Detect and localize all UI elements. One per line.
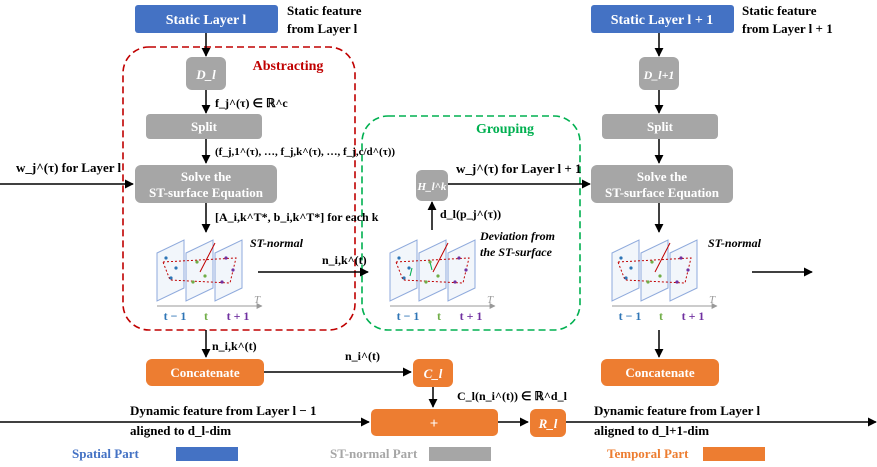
st-normal-label-right: ST-normal [708,236,762,250]
time-axis-mid: T [487,294,494,306]
concat-label-left: Concatenate [170,365,240,380]
st-normal-label-left: ST-normal [250,236,304,250]
t-next-right: t + 1 [682,309,705,323]
concat-label-right: Concatenate [625,365,695,380]
dyn-left-line2: aligned to d_l-dim [130,423,231,438]
t-prev-right: t − 1 [619,309,642,323]
t-next-left: t + 1 [227,309,250,323]
c-l-box [413,359,453,387]
static-layer-l1-label: Static Layer l + 1 [611,13,714,28]
solve-box-left [135,165,277,203]
plus-label: + [430,416,439,432]
legend-spatial-label: Spatial Part [72,446,139,461]
dyn-right-line2: aligned to d_l+1-dim [594,423,709,438]
a-b-label: [A_i,k^T*, b_i,k^T*] for each k [215,210,379,224]
legend-spatial-swatch [176,447,238,461]
static-feature-l1-line1: Static feature [742,3,817,18]
legend-stnormal-swatch [429,447,491,461]
d-l1-box [639,57,679,90]
t-cur-right: t [659,309,663,323]
static-layer-l-box [135,5,278,33]
n-i-label: n_i^(t) [345,349,380,363]
time-axis-left: T [254,294,261,306]
h-l-box [416,170,448,201]
concat-box-right [601,359,719,386]
legend-temporal-swatch [703,447,765,461]
st-planes-right [611,239,718,309]
d-deviation-label: d_l(p_j^(τ)) [440,207,501,221]
legend-stnormal-label: ST-normal Part [330,446,418,461]
legend-temporal-label: Temporal Part [607,446,689,461]
abstracting-region [122,46,356,331]
d-l1-label: D_l+1 [643,68,675,82]
dyn-left-line1: Dynamic feature from Layer l − 1 [130,403,316,418]
static-feature-l1-line2: from Layer l + 1 [742,21,833,36]
dyn-right-line1: Dynamic feature from Layer l [594,403,760,418]
n-ik-label-mid: n_i,k^(t) [322,253,367,267]
r-l-label: R_l [538,416,558,431]
static-layer-l-label: Static Layer l [166,13,247,28]
static-layer-l1-box [591,5,734,33]
split-label-left: Split [191,119,218,134]
solve-label-right-2: ST-surface Equation [605,185,720,200]
st-planes-mid [389,239,496,309]
grouping-label: Grouping [476,122,534,137]
d-l-box [186,57,226,90]
grouping-region [361,115,581,331]
t-prev-mid: t − 1 [397,309,420,323]
split-box-right [602,114,718,139]
t-prev-left: t − 1 [164,309,187,323]
solve-box-right [591,165,733,203]
split-box-left [146,114,262,139]
concat-box-left [146,359,264,386]
n-ik-label-bottom: n_i,k^(t) [212,339,257,353]
deviation-label-2: the ST-surface [480,245,553,259]
static-feature-l-line2: from Layer l [287,21,358,36]
plus-box [371,409,498,436]
c-l-label: C_l [424,366,443,381]
split-output-label: (f_j,1^(τ), …, f_j,k^(τ), …, f_j,c/d^(τ)… [215,146,395,158]
solve-label-right-1: Solve the [637,169,687,184]
f-j-label: f_j^(τ) ∈ ℝ^c [215,96,288,110]
st-planes-left [156,239,263,309]
abstracting-label: Abstracting [253,59,324,74]
w-layer-l1-label: w_j^(τ) for Layer l + 1 [456,161,582,176]
d-l-label: D_l [195,67,216,82]
split-label-right: Split [647,119,674,134]
deviation-label-1: Deviation from [479,229,555,243]
t-cur-left: t [204,309,208,323]
solve-label-left-1: Solve the [181,169,231,184]
solve-label-left-2: ST-surface Equation [149,185,264,200]
time-axis-right: T [709,294,716,306]
t-next-mid: t + 1 [460,309,483,323]
t-cur-mid: t [437,309,441,323]
h-l-label: H_l^k [417,181,447,193]
w-layer-l-label: w_j^(τ) for Layer l [16,160,122,175]
c-output-label: C_l(n_i^(t)) ∈ ℝ^d_l [457,389,568,403]
static-feature-l-line1: Static feature [287,3,362,18]
r-l-box [530,409,566,437]
